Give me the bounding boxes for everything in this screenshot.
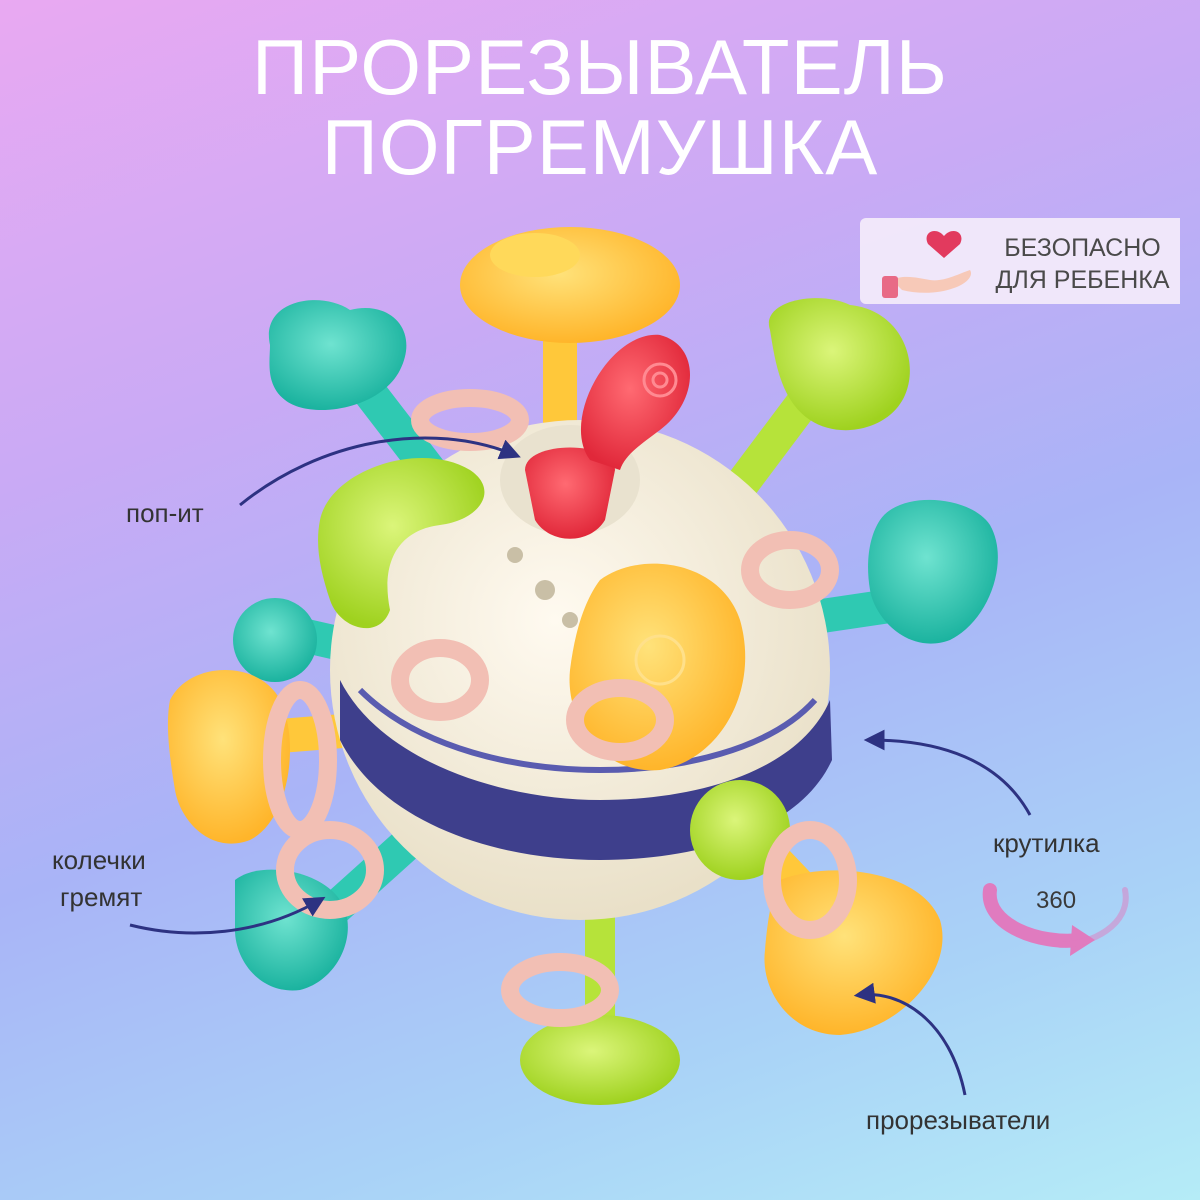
rotation-360-icon <box>982 883 1129 956</box>
pop-it-red <box>500 334 690 539</box>
label-spinner: крутилка <box>993 828 1100 858</box>
badge-line-1: БЕЗОПАСНО <box>1004 234 1161 262</box>
safety-badge: БЕЗОПАСНО ДЛЯ РЕБЕНКА <box>860 218 1180 304</box>
teether-heads-back <box>268 227 998 644</box>
badge-line-2: ДЛЯ РЕБЕНКА <box>995 266 1170 294</box>
pink-rings <box>263 389 857 1027</box>
label-teethers: прорезыватели <box>866 1105 1051 1135</box>
label-rotation-360: 360 <box>1036 887 1077 914</box>
title-line-1: ПРОРЕЗЫВАТЕЛЬ <box>252 23 948 111</box>
title-line-2: ПОГРЕМУШКА <box>321 103 879 191</box>
label-rings-line-2: гремят <box>60 882 143 912</box>
label-pop-it: поп-ит <box>126 498 204 528</box>
heart-hand-icon <box>882 230 972 298</box>
label-rings-line-1: колечки <box>52 845 146 875</box>
callout-arrows <box>129 436 1032 1096</box>
